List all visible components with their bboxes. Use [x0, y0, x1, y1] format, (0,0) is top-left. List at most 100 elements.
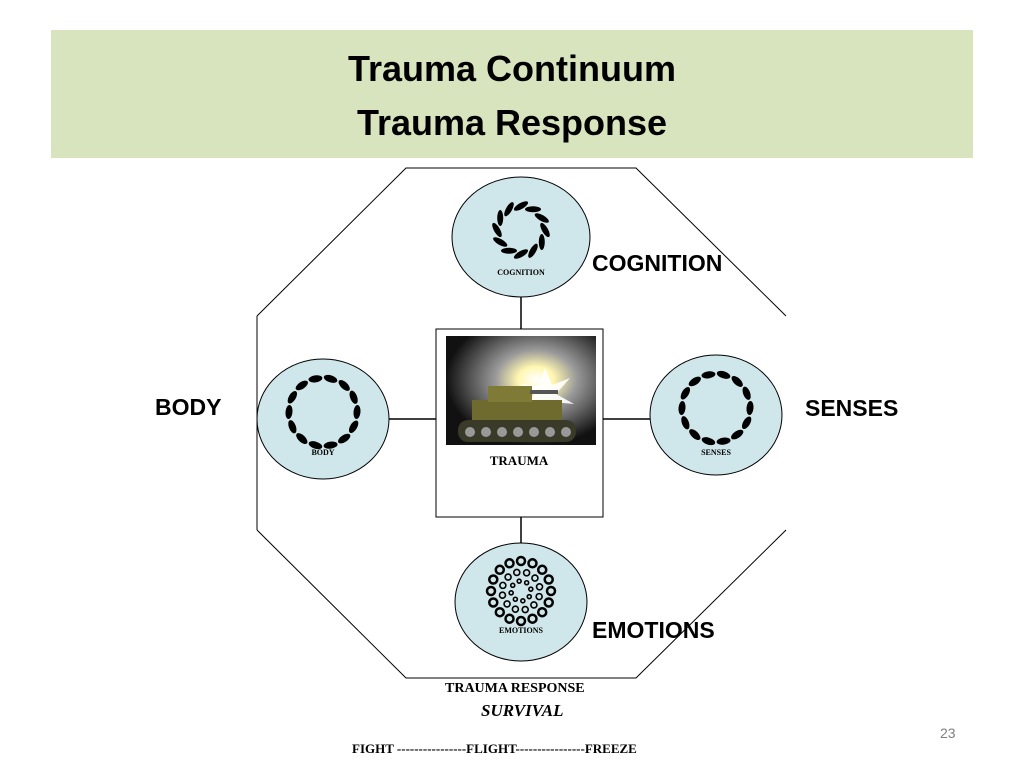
cognition-node-label: COGNITION	[497, 268, 545, 277]
drop-shape	[493, 237, 508, 247]
ring-shape	[523, 579, 530, 586]
drop-shape	[731, 429, 744, 440]
ring-shape	[499, 581, 507, 590]
emotions-label: EMOTIONS	[592, 617, 715, 643]
cognition-label: COGNITION	[592, 250, 723, 276]
drop-shape	[285, 405, 293, 419]
ring-shape	[535, 592, 543, 601]
drop-shape	[538, 234, 545, 250]
drop-shape	[513, 201, 529, 211]
ring-shape	[528, 586, 534, 592]
drop-shape	[492, 222, 502, 238]
slide-subtitle: Trauma Response	[356, 102, 668, 143]
drop-shape	[540, 222, 550, 238]
senses-node-label: SENSES	[701, 448, 731, 457]
ring-shape	[515, 555, 527, 567]
ring-shape	[543, 574, 554, 585]
drop-shape	[349, 390, 358, 404]
drop-shape	[688, 376, 701, 387]
senses-label: SENSES	[805, 395, 899, 421]
ring-shape	[494, 606, 506, 618]
ring-shape	[531, 574, 539, 582]
ring-shape	[515, 615, 527, 627]
ring-shape	[512, 568, 521, 577]
body-node	[256, 358, 390, 480]
drop-shape	[534, 213, 549, 223]
emotions-rings-icon	[485, 555, 557, 627]
drop-shape	[741, 416, 752, 430]
drop-shape	[742, 386, 751, 400]
drop-shape	[513, 249, 529, 259]
ring-shape	[509, 582, 516, 589]
page-number: 23	[940, 725, 956, 741]
drop-shape	[308, 441, 323, 450]
slide-title: Trauma Continuum	[347, 48, 676, 89]
drop-shape	[348, 420, 359, 434]
ring-shape	[504, 558, 515, 569]
ring-shape	[543, 597, 554, 608]
ring-shape	[504, 613, 515, 624]
ring-shape	[508, 590, 514, 596]
drop-shape	[353, 405, 361, 419]
ring-shape	[530, 601, 538, 609]
drop-shape	[680, 386, 691, 400]
octagon-frame-top	[256, 167, 787, 317]
ring-shape	[521, 605, 530, 614]
octagon-frame-bottom	[256, 529, 787, 679]
drop-shape	[716, 437, 731, 445]
drop-shape	[701, 437, 716, 446]
cognition-swirl-icon	[492, 201, 550, 259]
tank-explosion-image	[446, 336, 596, 445]
drop-shape	[525, 206, 541, 213]
ring-shape	[485, 585, 497, 597]
cognition-node	[451, 176, 591, 298]
ring-shape	[488, 597, 499, 608]
drop-shape	[681, 416, 690, 430]
senses-node	[649, 354, 783, 476]
ring-shape	[535, 582, 544, 591]
ring-shape	[488, 574, 499, 585]
ring-shape	[527, 613, 538, 624]
drop-shape	[296, 433, 308, 445]
ring-shape	[504, 573, 512, 581]
ring-shape	[512, 596, 519, 603]
ring-shape	[520, 598, 526, 604]
drop-shape	[323, 374, 338, 383]
ring-shape	[527, 558, 538, 569]
drop-shape	[716, 370, 731, 379]
body-node-label: BODY	[311, 448, 334, 457]
trauma-response-label: TRAUMA RESPONSE	[445, 681, 585, 696]
ring-shape	[494, 564, 506, 576]
drop-shape	[287, 390, 298, 404]
ring-shape	[522, 569, 531, 577]
senses-ring-icon	[678, 370, 754, 446]
ring-shape	[511, 605, 520, 613]
ring-shape	[536, 606, 548, 618]
title-bar: Trauma Continuum Trauma Response	[51, 30, 973, 158]
trauma-label: TRAUMA	[490, 453, 549, 468]
drop-shape	[528, 243, 538, 258]
drop-shape	[746, 401, 754, 415]
ring-shape	[526, 593, 533, 600]
drop-shape	[501, 247, 517, 254]
ring-shape	[503, 600, 511, 608]
drop-shape	[338, 379, 350, 391]
ring-shape	[498, 591, 507, 600]
ring-shape	[516, 578, 522, 584]
emotions-node-label: EMOTIONS	[499, 626, 544, 635]
drop-shape	[308, 375, 323, 383]
ring-shape	[536, 564, 548, 576]
drop-shape	[731, 375, 743, 387]
ring-shape	[545, 585, 557, 597]
drop-shape	[288, 420, 297, 434]
drop-shape	[689, 429, 701, 441]
survival-label: SURVIVAL	[481, 701, 564, 720]
drop-shape	[323, 441, 338, 449]
drop-shape	[504, 202, 514, 217]
drop-shape	[678, 401, 686, 415]
fight-flight-freeze-spectrum: FIGHT ----------------FLIGHT------------…	[352, 741, 637, 756]
body-label: BODY	[155, 394, 222, 420]
drop-shape	[295, 380, 308, 391]
drop-shape	[338, 433, 351, 444]
